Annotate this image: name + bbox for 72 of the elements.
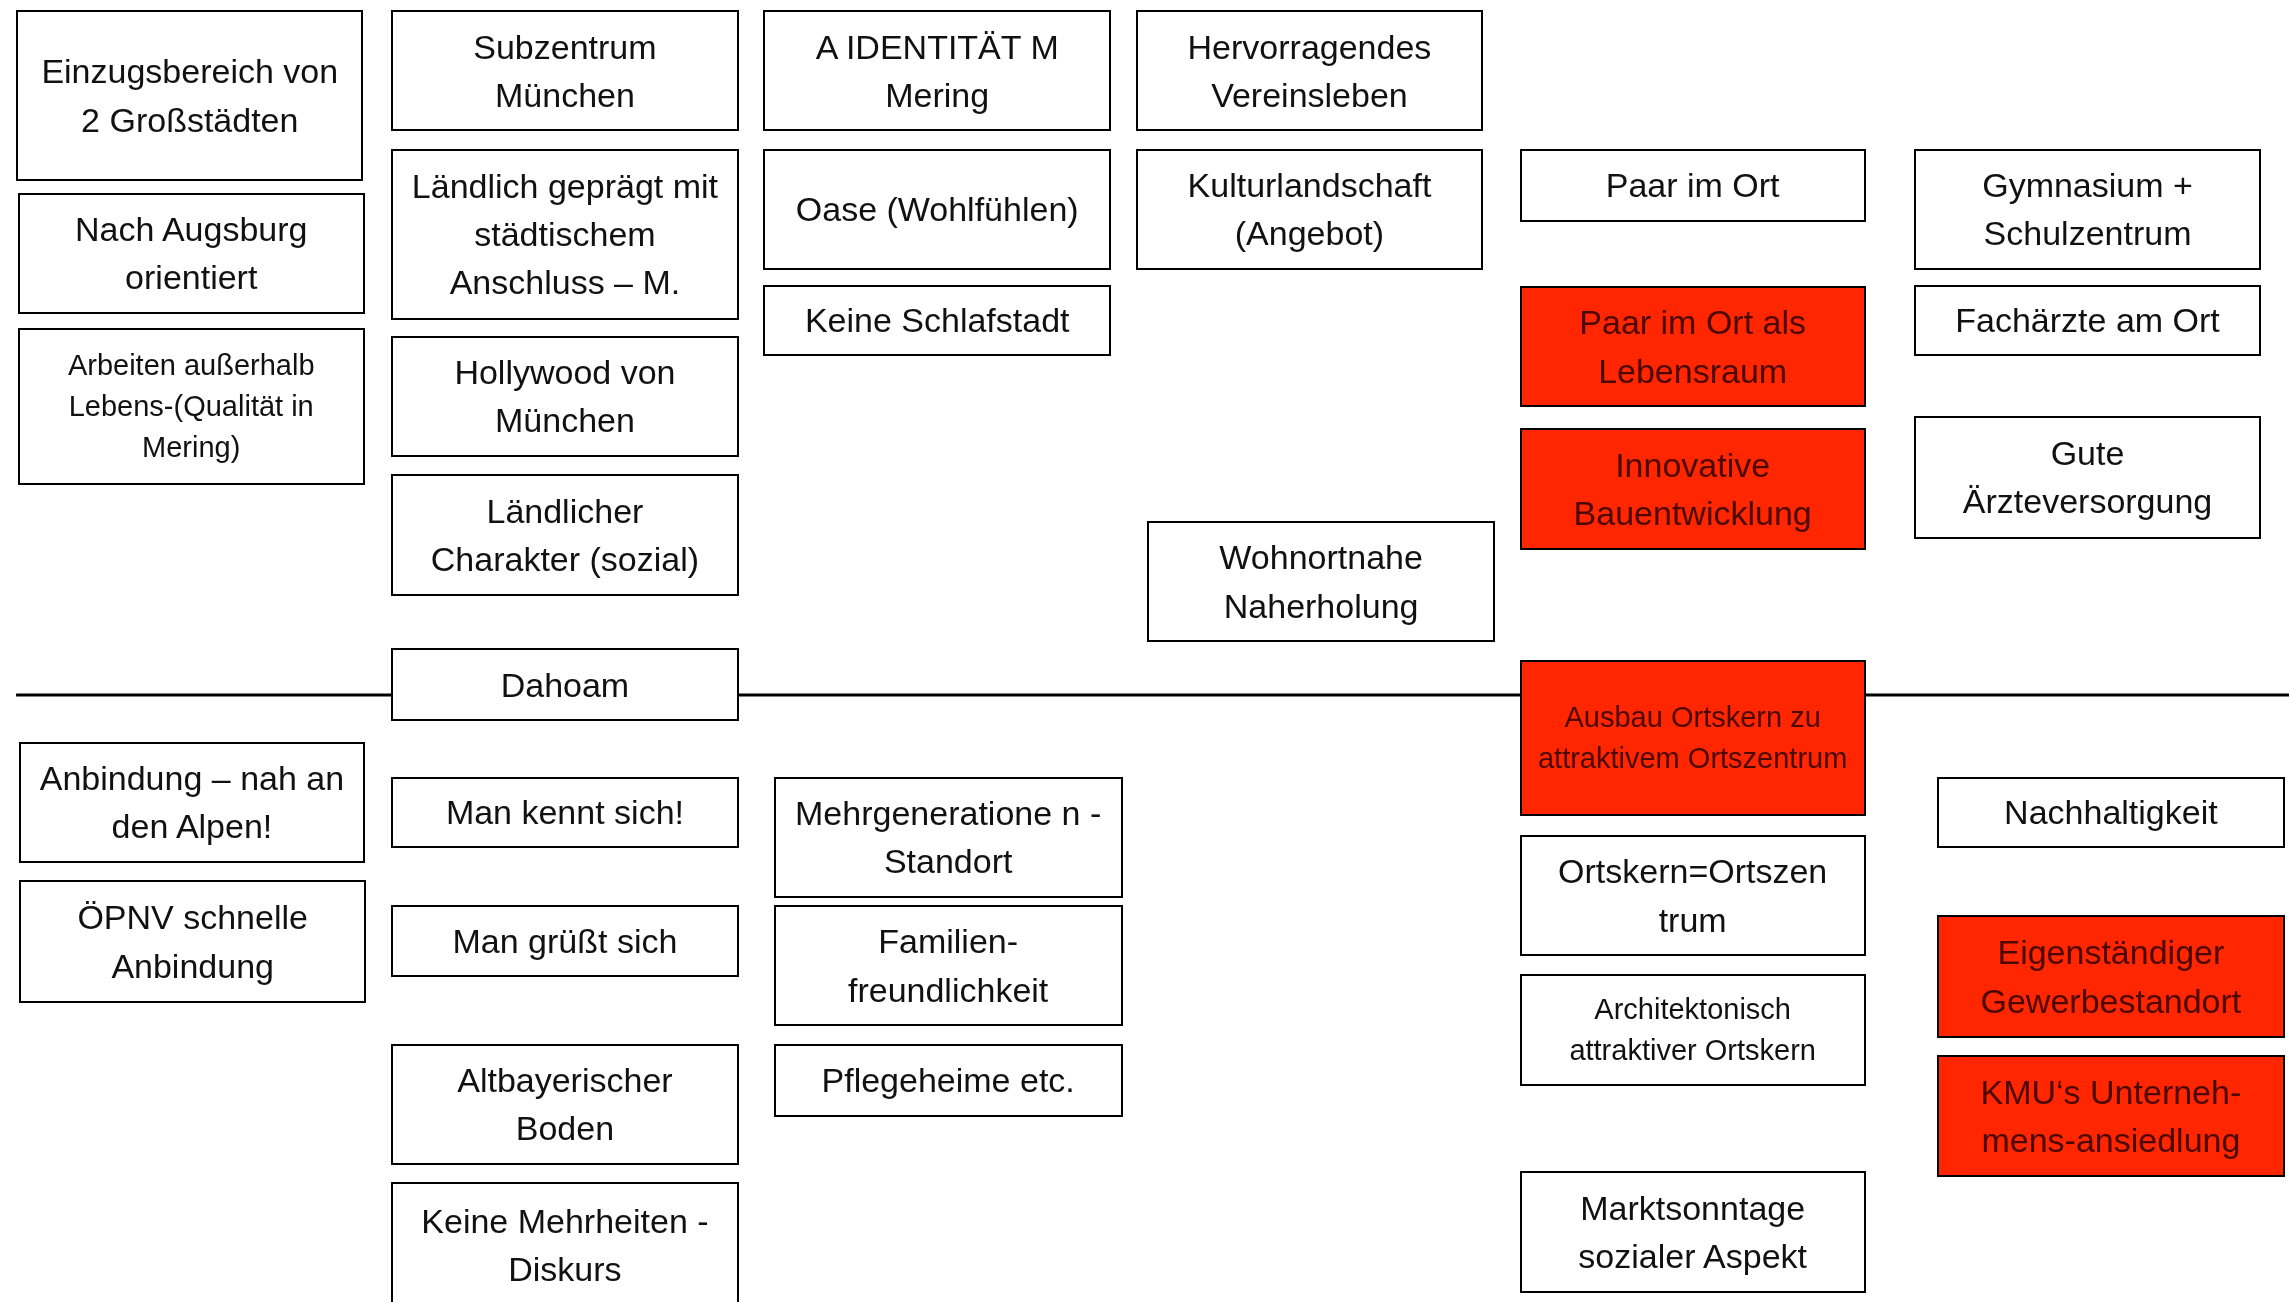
box-text: Dahoam <box>499 664 631 706</box>
box-text: Einzugsbereich von 2 Großstädten <box>40 51 340 141</box>
text-box <box>1519 835 1866 957</box>
highlighted-box <box>1519 659 1866 816</box>
text-box <box>17 192 365 314</box>
text-box <box>763 148 1111 271</box>
text-box <box>1135 10 1484 132</box>
text-box <box>773 1043 1123 1117</box>
box-text: Paar im Ort als Lebensraum <box>1578 302 1807 392</box>
box-text: Paar im Ort <box>1604 165 1781 207</box>
box-text: Mehrgeneratione n - Standort <box>794 792 1103 883</box>
highlighted-box <box>1937 1055 2285 1177</box>
box-text: Arbeiten außerhalb Lebens-(Qualität in Mering) <box>66 347 316 466</box>
text-box <box>773 776 1123 898</box>
text-box <box>391 905 739 977</box>
text-box <box>1937 776 2285 849</box>
box-text: Ortskern=Ortszen trum <box>1557 851 1829 941</box>
box-text: Innovative Bauentwicklung <box>1572 444 1813 535</box>
box-text: Architektonisch attraktiver Ortskern <box>1568 991 1817 1068</box>
box-text: Man kennt sich! <box>444 792 685 834</box>
box-text: Man grüßt sich <box>451 920 679 962</box>
box-text: Subzentrum München <box>472 26 658 116</box>
text-box <box>1913 284 2262 357</box>
text-box <box>391 335 739 457</box>
text-box <box>1519 973 1866 1087</box>
text-box <box>1913 416 2262 539</box>
text-box <box>763 284 1111 357</box>
text-box <box>391 1182 739 1302</box>
box-text: Altbayerischer Boden <box>456 1060 674 1150</box>
box-text: Hervorragendes Vereinsleben <box>1186 26 1433 116</box>
text-box <box>17 328 365 485</box>
box-text: KMU‘s Unterneh- mens-ansiedlung <box>1979 1071 2243 1161</box>
text-box <box>763 10 1111 132</box>
text-box <box>773 905 1123 1027</box>
text-box <box>1913 148 2262 271</box>
box-text: Fachärzte am Ort <box>1954 300 2221 342</box>
box-text: Gute Ärzteversorgung <box>1961 433 2214 523</box>
highlighted-box <box>1937 915 2285 1038</box>
text-box <box>391 10 739 132</box>
text-box <box>391 474 739 596</box>
box-text: Eigenständiger Gewerbestandort <box>1979 932 2243 1022</box>
box-text: Nachhaltigkeit <box>2003 792 2219 834</box>
box-text: Keine Mehrheiten - Diskurs <box>420 1200 710 1291</box>
text-box <box>16 10 364 181</box>
text-box <box>391 648 739 722</box>
text-box <box>18 741 365 863</box>
box-text: Ausbau Ortskern zu attraktivem Ortszentrum <box>1536 699 1849 776</box>
text-box <box>1135 148 1484 271</box>
box-text: Wohnortnahe Naherholung <box>1218 537 1424 627</box>
text-box <box>1519 1170 1866 1294</box>
box-text: Oase (Wohlfühlen) <box>794 189 1080 231</box>
text-box <box>391 1043 739 1165</box>
box-text: Pflegeheime etc. <box>820 1060 1076 1102</box>
box-text: Gymnasium + Schulzentrum <box>1981 165 2194 255</box>
text-box <box>18 880 367 1003</box>
box-text: Ländlicher Charakter (sozial) <box>429 490 701 580</box>
box-text: Familien- freundlichkeit <box>846 921 1050 1011</box>
box-text: Anbindung – nah an den Alpen! <box>38 757 346 848</box>
box-text: ÖPNV schnelle Anbindung <box>76 897 309 987</box>
box-text: Ländlich geprägt mit städtischem Anschluss – M. <box>410 165 720 304</box>
highlighted-box <box>1519 427 1866 551</box>
highlighted-box <box>1519 286 1866 408</box>
text-box <box>1147 521 1495 643</box>
text-box <box>391 776 739 849</box>
box-text: Hollywood von München <box>453 352 677 442</box>
box-text: Marktsonntage sozialer Aspekt <box>1577 1187 1808 1278</box>
box-text: Keine Schlafstadt <box>803 300 1071 342</box>
box-text: Nach Augsburg orientiert <box>74 209 309 299</box>
text-box <box>1519 148 1866 222</box>
box-text: A IDENTITÄT M Mering <box>814 26 1060 116</box>
box-text: Kulturlandschaft (Angebot) <box>1186 165 1433 255</box>
text-box <box>391 148 739 320</box>
